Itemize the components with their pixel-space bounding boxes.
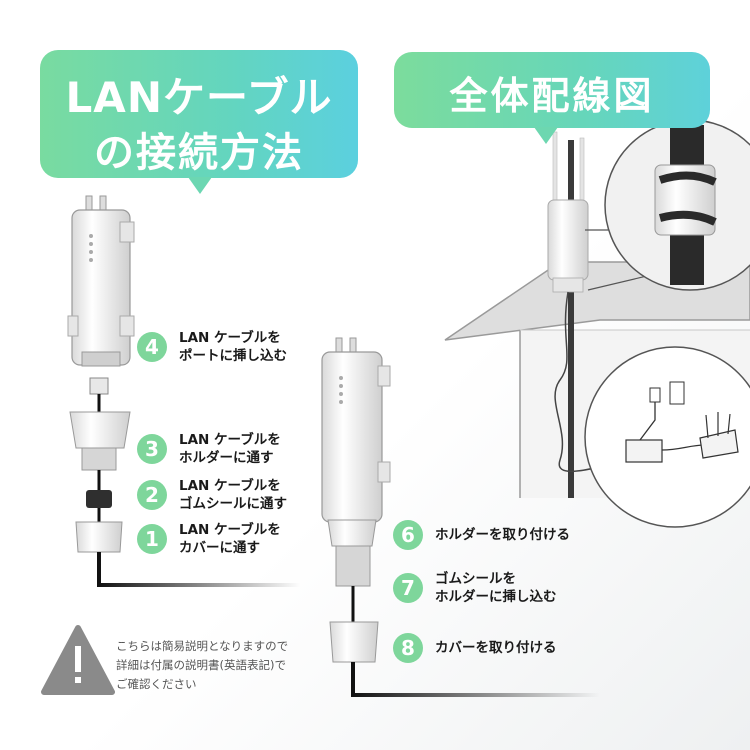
step-text-line-2: カバーに通す [179,540,260,556]
step-text-line-1: LAN ケーブルを [179,522,281,538]
zoom-circle-indoor [584,346,750,528]
bubble-tail [534,127,558,144]
step-text: ホルダーを取り付ける [435,527,570,543]
zoom-circle-mount [585,119,750,291]
step-text: ゴムシールを ホルダーに挿し込む [435,570,557,606]
step-text-line-1: ゴムシールを [435,571,516,587]
step-number: 8 [393,633,423,663]
heading-line-1: 全体配線図 [449,74,655,118]
outdoor-ap-on-pole [547,131,651,473]
step-text: カバーを取り付ける [435,640,557,656]
step-text-line-2: ホルダーに通す [179,450,274,466]
step-number: 7 [393,573,423,603]
step-text-line-2: ホルダーに挿し込む [435,589,557,605]
assembled-device-center [321,337,600,697]
connection-method-heading: LANケーブル の接続方法 [40,50,358,194]
notice-line-2: 詳細は付属の説明書(英語表記)で [116,658,286,672]
heading-line-1: LANケーブル [65,73,333,122]
step-text-line-1: LAN ケーブルを [179,330,281,346]
step-number: 2 [137,480,167,510]
notice-line-3: ご確認ください [116,677,197,691]
step-text: LAN ケーブルを ポートに挿し込む [179,329,287,365]
wiring-diagram-heading: 全体配線図 [394,52,710,144]
step-text-line-2: ゴムシールに通す [179,496,287,512]
exploded-device-left [67,195,300,587]
step-text: LAN ケーブルを カバーに通す [179,521,281,557]
step-text: LAN ケーブルを ゴムシールに通す [179,477,287,513]
bubble-tail [188,177,212,194]
warning-icon [41,625,115,695]
step-text: LAN ケーブルを ホルダーに通す [179,431,281,467]
step-number: 3 [137,434,167,464]
step-text-line-1: LAN ケーブルを [179,432,281,448]
step-text-line-1: LAN ケーブルを [179,478,281,494]
step-text-line-2: ポートに挿し込む [179,348,287,364]
step-number: 6 [393,520,423,550]
step-number: 1 [137,524,167,554]
notice-line-1: こちらは簡易説明となりますので [116,639,289,653]
notice-text: こちらは簡易説明となりますので 詳細は付属の説明書(英語表記)で ご確認ください [116,637,288,694]
step-number: 4 [137,332,167,362]
heading-line-2: の接続方法 [94,130,304,176]
